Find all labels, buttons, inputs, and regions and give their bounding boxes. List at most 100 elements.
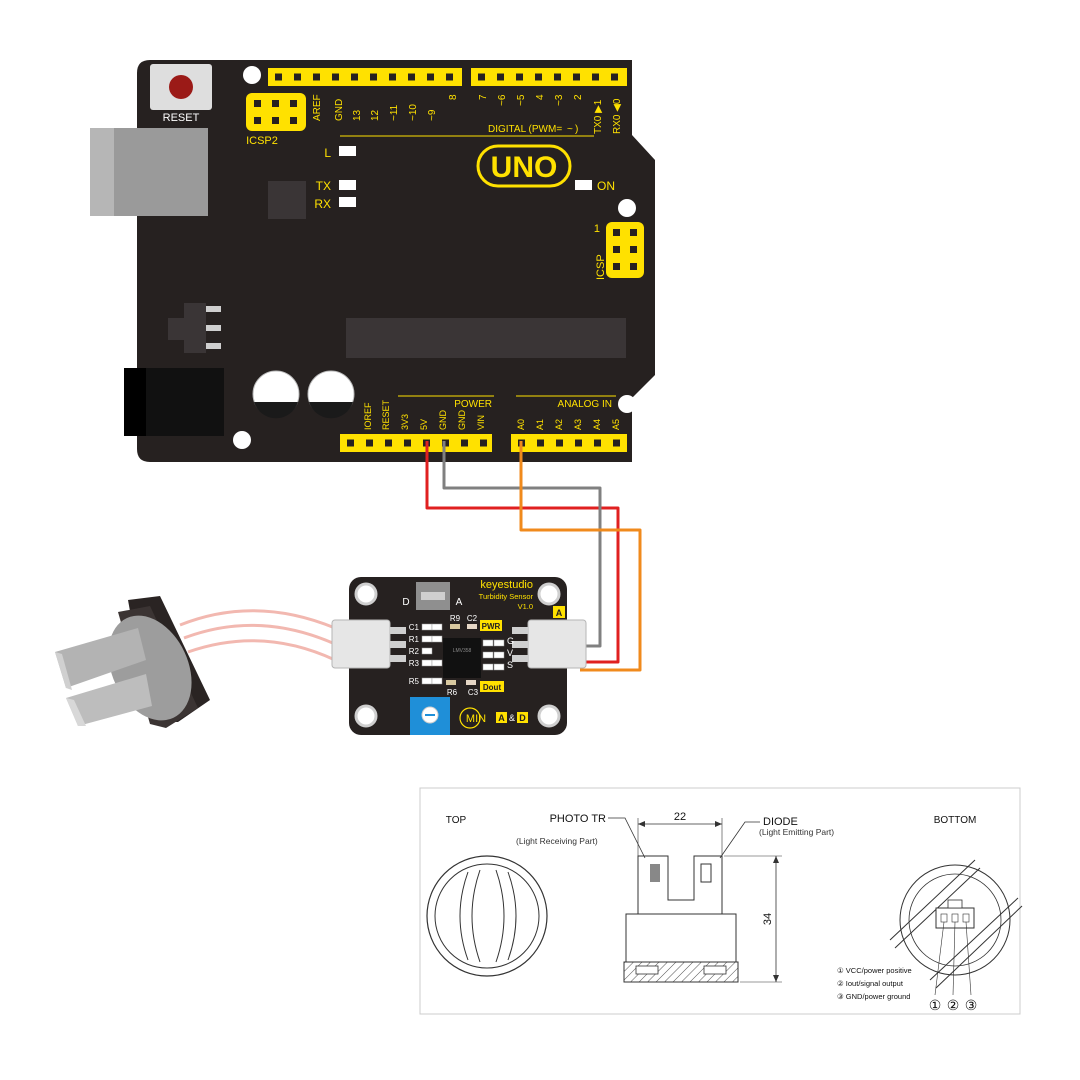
pin-label: RX0 ◀0 — [612, 98, 623, 134]
pin-label: 8 — [448, 94, 459, 100]
turbidity-probe — [55, 596, 336, 728]
header-pin-hole — [556, 439, 563, 447]
pin-label: A5 — [611, 419, 621, 430]
header-pin-hole — [575, 439, 582, 447]
pin-label: ~5 — [516, 94, 527, 106]
power-label: POWER — [454, 399, 492, 410]
header-pin-hole — [404, 439, 411, 447]
led-rx-label: RX — [314, 197, 331, 211]
wire-gnd-gray — [442, 441, 602, 648]
pin-label: A0 — [516, 419, 526, 430]
header-pin-hole — [480, 439, 487, 447]
pin-label: 4 — [535, 94, 546, 100]
pin-label: A1 — [535, 419, 545, 430]
mode-amp-label: & — [509, 713, 515, 723]
corner-a-label: A — [556, 608, 563, 618]
led-on-label: ON — [597, 179, 615, 193]
module-mount-hole — [537, 582, 561, 606]
smd-components — [482, 639, 505, 671]
smd-part — [431, 677, 443, 685]
smd-part — [431, 623, 443, 631]
smd-components — [421, 623, 443, 685]
mounting-hole — [618, 199, 636, 217]
header-pin-hole — [535, 73, 542, 81]
wire-5v-red — [425, 441, 620, 664]
icsp-header — [606, 222, 644, 278]
module-mount-hole — [354, 582, 378, 606]
pin-legend-1: ① VCC/power positive — [837, 966, 912, 975]
header-pin-hole — [478, 73, 485, 81]
smd-part — [421, 647, 433, 655]
switch-a-label: A — [456, 597, 463, 608]
smd-part — [421, 623, 433, 631]
header-pin-hole — [366, 439, 373, 447]
dim-height: 34 — [762, 913, 774, 925]
header-pin-hole — [370, 73, 377, 81]
header-pin-hole — [613, 439, 620, 447]
usb-chip — [268, 181, 306, 219]
led-l — [339, 146, 356, 156]
dout-label: Dout — [483, 683, 502, 692]
header-pin-hole — [611, 73, 618, 81]
pin-label: RESET — [381, 399, 391, 430]
header-pin-hole — [497, 73, 504, 81]
reset-label: RESET — [163, 112, 200, 124]
pin-label: A2 — [554, 419, 564, 430]
smd-part — [431, 635, 443, 643]
icsp-label: ICSP — [595, 254, 607, 280]
component-label: R3 — [409, 659, 420, 668]
mounting-hole — [233, 431, 251, 449]
smd-part — [421, 677, 433, 685]
smd-part — [493, 651, 505, 659]
pin-label: 13 — [352, 109, 363, 121]
smd-part — [431, 659, 443, 667]
smd-part — [493, 639, 505, 647]
module-mount-hole — [354, 704, 378, 728]
component-label: C2 — [467, 614, 478, 623]
header-pin-hole — [408, 73, 415, 81]
header-pin-hole — [275, 73, 282, 81]
header-pin-hole — [592, 73, 599, 81]
pin-label: GND — [438, 410, 448, 431]
bottom-view-label: BOTTOM — [934, 815, 977, 826]
digital-label: DIGITAL (PWM= — [488, 124, 562, 135]
pin-number: ③ — [965, 997, 978, 1013]
pin-label: 12 — [370, 109, 381, 121]
module-version: V1.0 — [518, 602, 533, 611]
smd-part — [421, 659, 433, 667]
pin-label: ~3 — [554, 94, 565, 106]
header-pin-hole — [446, 73, 453, 81]
pin-label: 3V3 — [400, 414, 410, 430]
dim-width: 22 — [674, 811, 686, 823]
smd-part — [482, 651, 494, 659]
smd-part — [482, 639, 494, 647]
chip-marking: LMV358 — [453, 648, 472, 654]
mounting-hole — [243, 66, 261, 84]
bottom-view-outer — [899, 864, 1011, 976]
pin-legend-3: ③ GND/power ground — [837, 992, 910, 1001]
photo-tr-note: (Light Receiving Part) — [516, 836, 598, 846]
op-amp-chip — [443, 638, 481, 678]
pin-label: GND — [334, 99, 345, 121]
pwr-label: PWR — [482, 622, 501, 631]
component-label: R2 — [409, 647, 420, 656]
pin-label: TX0 ▶1 — [593, 99, 604, 134]
header-pin-hole — [594, 439, 601, 447]
board-pcb — [137, 60, 655, 462]
mounting-hole — [618, 395, 636, 413]
header-pin-hole — [427, 73, 434, 81]
pin-label: 5V — [419, 419, 429, 430]
pin-label: ~9 — [427, 109, 438, 121]
led-tx — [339, 180, 356, 190]
digital-header-right — [471, 68, 627, 86]
jumper-wires — [425, 441, 642, 672]
board-name: UNO — [491, 151, 558, 184]
header-pin-hole — [294, 73, 301, 81]
probe-technical-drawing: TOP PHOTO TR (Light Receiving Part) DIOD… — [419, 787, 1023, 1015]
component-label: R1 — [409, 635, 420, 644]
probe-connector — [331, 619, 391, 669]
pin-number: ① — [929, 997, 942, 1013]
diode — [700, 863, 712, 883]
min-label: MIN — [466, 713, 486, 725]
